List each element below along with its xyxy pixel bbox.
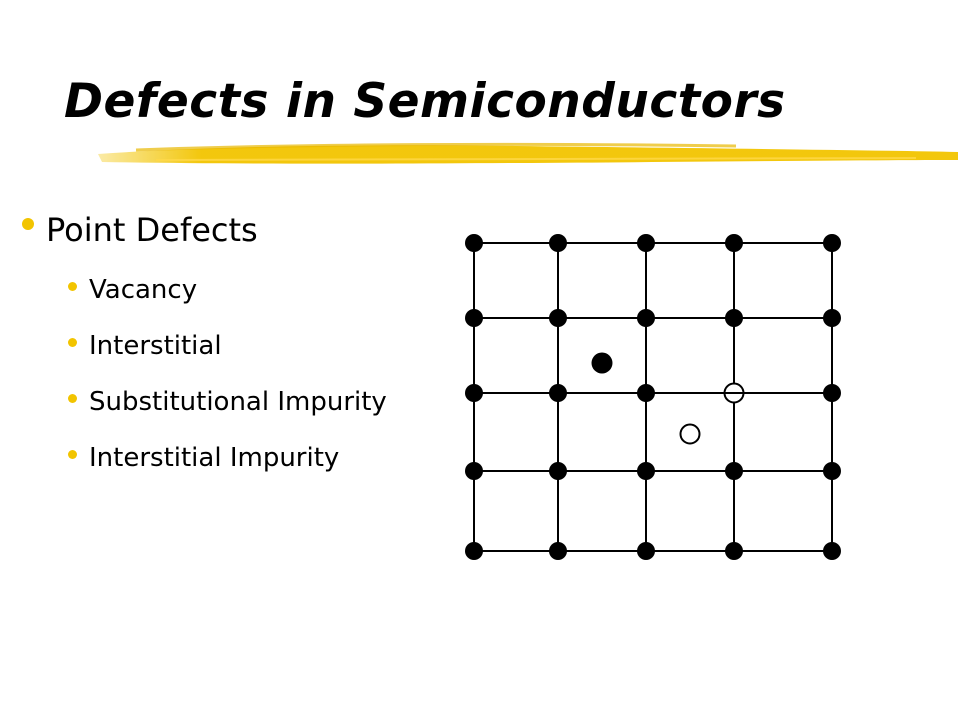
lattice-atom	[549, 462, 567, 480]
lattice-atom	[549, 309, 567, 327]
lattice-atom	[637, 309, 655, 327]
title-underline-brushstroke	[98, 142, 958, 164]
lattice-atom	[465, 462, 483, 480]
lattice-atom	[465, 384, 483, 402]
lattice-atom	[465, 234, 483, 252]
lattice-atom	[823, 542, 841, 560]
crystal-lattice-diagram	[465, 234, 841, 560]
lattice-atom	[637, 384, 655, 402]
sub-bullet-interstitial: Interstitial	[68, 318, 387, 374]
sub-bullet-label: Substitutional Impurity	[89, 387, 387, 417]
lattice-atom	[823, 234, 841, 252]
lattice-atom	[549, 542, 567, 560]
lattice-atom	[823, 384, 841, 402]
round-bullet-icon	[68, 282, 77, 291]
round-bullet-icon	[68, 394, 77, 403]
sub-bullet-substitutional-impurity: Substitutional Impurity	[68, 374, 387, 430]
sub-bullet-vacancy: Vacancy	[68, 262, 387, 318]
lattice-atom	[823, 462, 841, 480]
lattice-atom	[465, 309, 483, 327]
sub-bullet-interstitial-impurity: Interstitial Impurity	[68, 430, 387, 486]
interstitial-atom	[591, 352, 613, 374]
sub-bullet-label: Interstitial	[89, 331, 222, 361]
round-bullet-icon	[68, 450, 77, 459]
round-bullet-icon	[68, 338, 77, 347]
bullet-list: Point Defects Vacancy Interstitial Subst…	[22, 206, 387, 486]
lattice-atom	[549, 234, 567, 252]
lattice-atom	[725, 462, 743, 480]
lattice-atom	[725, 542, 743, 560]
interstitial-impurity-atom	[679, 423, 701, 445]
lattice-atom	[725, 309, 743, 327]
lattice-atom	[637, 234, 655, 252]
lattice-atom	[823, 309, 841, 327]
lattice-atom	[637, 542, 655, 560]
sub-bullet-label: Vacancy	[89, 275, 198, 305]
lattice-atom	[725, 234, 743, 252]
lattice-atom	[637, 462, 655, 480]
bullet-point-defects: Point Defects	[22, 206, 387, 254]
slide-title: Defects in Semiconductors	[64, 74, 786, 129]
sub-bullet-label: Interstitial Impurity	[89, 443, 340, 473]
bullet-label: Point Defects	[46, 211, 258, 249]
lattice-atom	[549, 384, 567, 402]
round-bullet-icon	[22, 218, 34, 230]
lattice-atom	[465, 542, 483, 560]
